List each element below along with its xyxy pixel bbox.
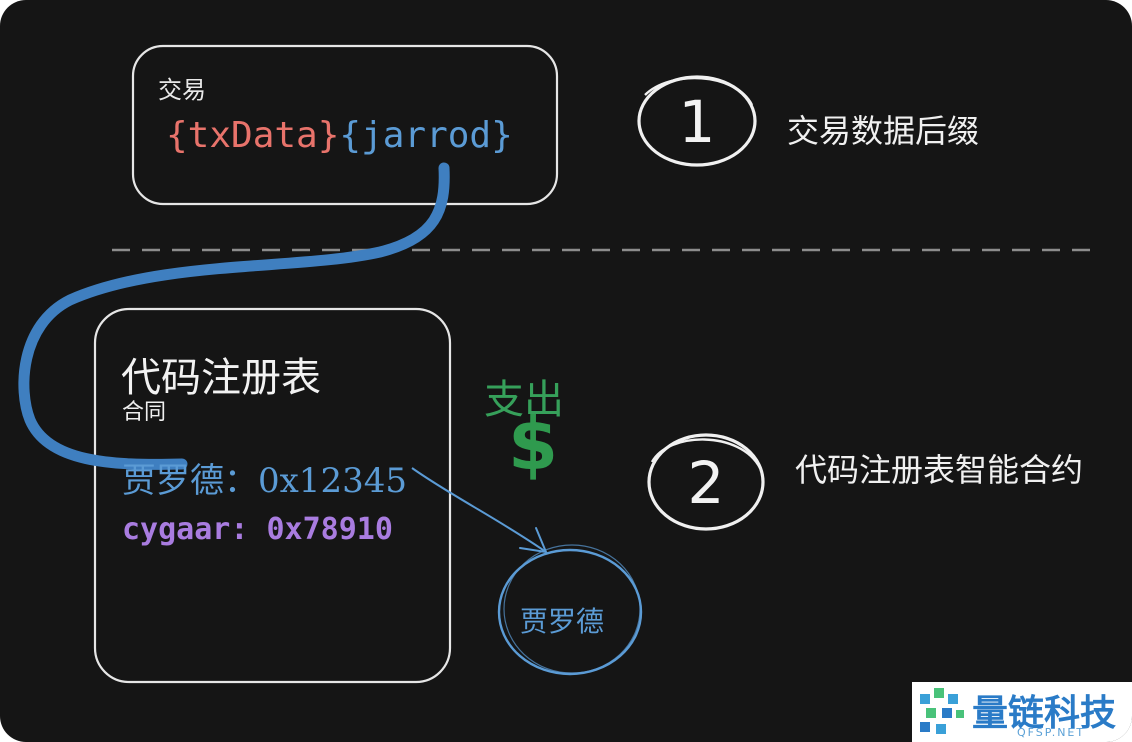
transaction-box — [131, 44, 559, 206]
registry-entry-jarrod: 贾罗德：0x12345 — [122, 461, 407, 501]
registry-subtitle: 合同 — [122, 400, 167, 425]
step2-text: 代码注册表智能合约 — [795, 451, 1084, 489]
suffix-token: {jarrod} — [339, 115, 513, 156]
payout-label: 支出 — [484, 377, 564, 423]
step2-number: 2 — [688, 449, 725, 517]
watermark-name: 量链科技 — [972, 693, 1117, 734]
step1-text: 交易数据后缀 — [787, 112, 980, 150]
registry-title: 代码注册表 — [121, 355, 321, 401]
step1-number: 1 — [679, 88, 716, 156]
suffix-connector — [18, 162, 450, 470]
recipient-circle — [497, 548, 643, 676]
transaction-label: 交易 — [158, 76, 206, 104]
recipient-name: 贾罗德 — [520, 605, 605, 638]
payout-arrowhead — [519, 527, 548, 554]
watermark-logo-icon — [920, 688, 964, 734]
dollar-icon: $ — [508, 402, 559, 486]
transaction-data-line: {txData}{jarrod} — [166, 115, 513, 156]
step2-circle — [647, 433, 765, 531]
watermark-badge: 量链科技 QFSP.NET — [912, 682, 1132, 742]
registry-entry-cygaar: cygaar: 0x78910 — [122, 512, 393, 547]
payout-arrow — [411, 467, 547, 553]
tx-data-token: {txData} — [166, 115, 340, 156]
watermark-domain: QFSP.NET — [1017, 726, 1086, 739]
registry-box — [93, 307, 452, 684]
